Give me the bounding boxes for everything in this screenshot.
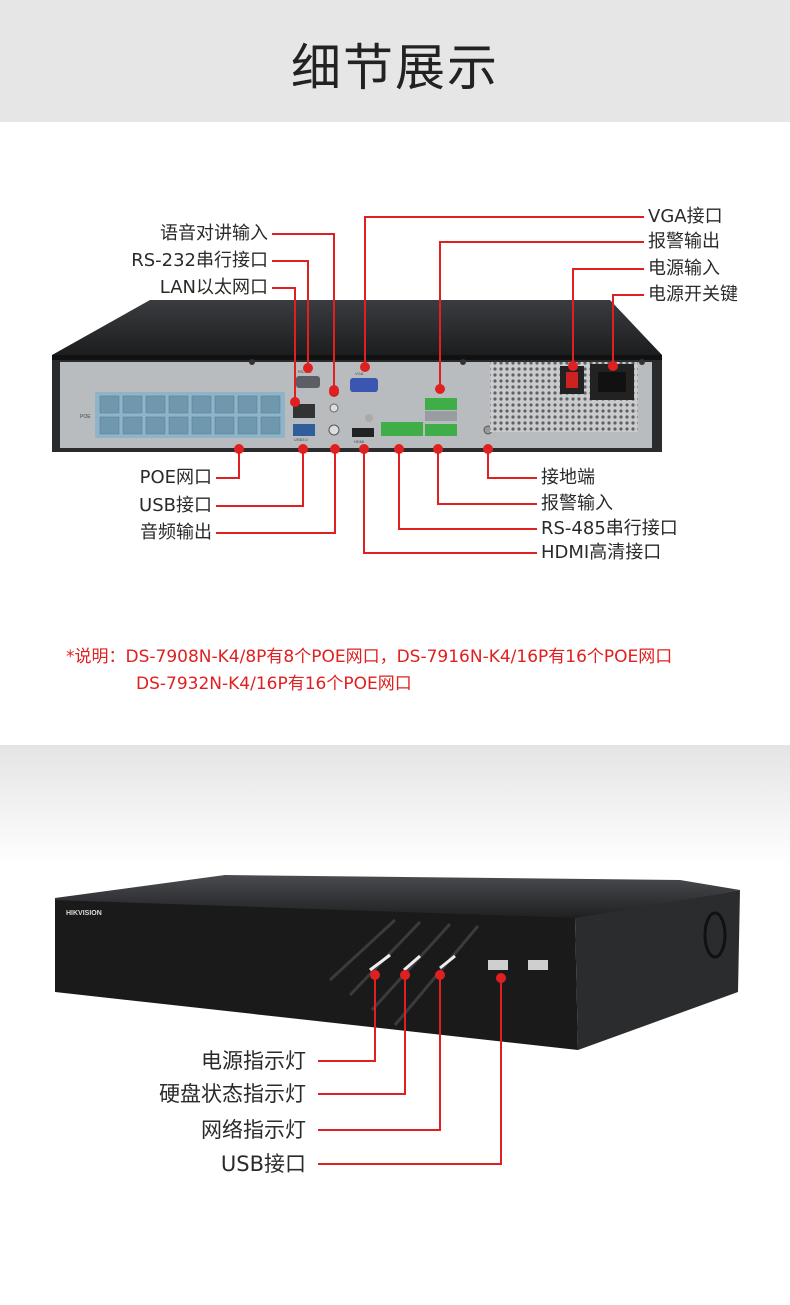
label-poe: POE网口	[139, 467, 212, 488]
marker-dot	[359, 444, 369, 454]
label-hdmi: HDMI高清接口	[541, 542, 662, 563]
marker-dot	[483, 444, 493, 454]
leader-line	[404, 976, 406, 1095]
label-usb-rear: USB接口	[139, 495, 212, 516]
marker-dot	[433, 444, 443, 454]
note-line-2: DS-7932N-K4/16P有16个POE网口	[136, 674, 412, 694]
marker-dot	[568, 361, 578, 371]
leader-line	[318, 1093, 406, 1095]
leader-line	[307, 260, 309, 368]
marker-dot	[330, 444, 340, 454]
leader-line	[487, 450, 489, 479]
leader-line	[487, 477, 537, 479]
label-audio-talk-input: 语音对讲输入	[160, 223, 268, 244]
leader-line	[216, 532, 336, 534]
leader-line	[318, 1060, 376, 1062]
label-audio-out: 音频输出	[140, 522, 212, 543]
leader-line	[439, 241, 441, 389]
leader-line	[272, 287, 295, 289]
marker-dot	[435, 970, 445, 980]
leader-line	[216, 505, 304, 507]
marker-dot	[370, 970, 380, 980]
leader-line	[572, 268, 574, 366]
front-panel-image: HIKVISION	[55, 875, 740, 1050]
leader-line	[437, 503, 537, 505]
leader-line	[364, 216, 644, 218]
note-line-1: *说明：DS-7908N-K4/8P有8个POE网口，DS-7916N-K4/1…	[66, 647, 673, 667]
leader-line	[439, 976, 441, 1131]
leader-line	[500, 979, 502, 1165]
leader-line	[334, 450, 336, 534]
label-ground: 接地端	[541, 467, 595, 488]
marker-dot	[298, 444, 308, 454]
leader-line	[612, 294, 614, 366]
page-title: 细节展示	[291, 39, 499, 97]
leader-line	[612, 294, 644, 296]
label-power-switch: 电源开关键	[648, 284, 738, 305]
leader-line	[364, 216, 366, 366]
leader-line	[363, 450, 365, 554]
label-usb-front: USB接口	[220, 1152, 306, 1176]
marker-dot	[394, 444, 404, 454]
leader-line	[439, 241, 644, 243]
leader-line	[294, 287, 296, 402]
marker-dot	[400, 970, 410, 980]
rear-panel-image: POE RS-232 USB3.0 VGA HDMI	[52, 300, 662, 452]
label-alarm-out: 报警输出	[648, 231, 720, 252]
label-power-led: 电源指示灯	[201, 1049, 306, 1073]
label-rs232: RS-232串行接口	[131, 250, 268, 271]
usb-print: USB3.0	[294, 437, 309, 442]
leader-line	[272, 260, 308, 262]
marker-dot	[360, 362, 370, 372]
marker-dot	[329, 385, 339, 395]
marker-dot	[290, 397, 300, 407]
brand-logo: HIKVISION	[66, 910, 102, 917]
leader-line	[572, 268, 644, 270]
leader-line	[363, 552, 537, 554]
label-lan: LAN以太网口	[159, 277, 268, 298]
marker-dot	[608, 361, 618, 371]
label-vga: VGA接口	[648, 206, 723, 227]
vga-print: VGA	[355, 371, 364, 376]
label-alarm-in: 报警输入	[541, 493, 613, 514]
leader-line	[374, 976, 376, 1062]
poe-print: POE	[80, 414, 91, 420]
leader-line	[398, 528, 537, 530]
label-power-input: 电源输入	[648, 258, 720, 279]
leader-line	[437, 450, 439, 505]
marker-dot	[303, 363, 313, 373]
marker-dot	[234, 444, 244, 454]
leader-line	[333, 233, 335, 390]
leader-line	[302, 450, 304, 507]
label-hdd-led: 硬盘状态指示灯	[159, 1082, 306, 1106]
section-header: 细节展示	[0, 0, 790, 122]
section-divider	[0, 745, 790, 865]
leader-line	[318, 1129, 441, 1131]
leader-line	[398, 450, 400, 530]
leader-line	[318, 1163, 502, 1165]
marker-dot	[435, 384, 445, 394]
leader-line	[238, 450, 240, 479]
leader-line	[272, 233, 334, 235]
marker-dot	[496, 973, 506, 983]
hdmi-print: HDMI	[354, 439, 364, 444]
label-network-led: 网络指示灯	[201, 1118, 306, 1142]
leader-line	[216, 477, 240, 479]
label-rs485: RS-485串行接口	[541, 518, 678, 539]
